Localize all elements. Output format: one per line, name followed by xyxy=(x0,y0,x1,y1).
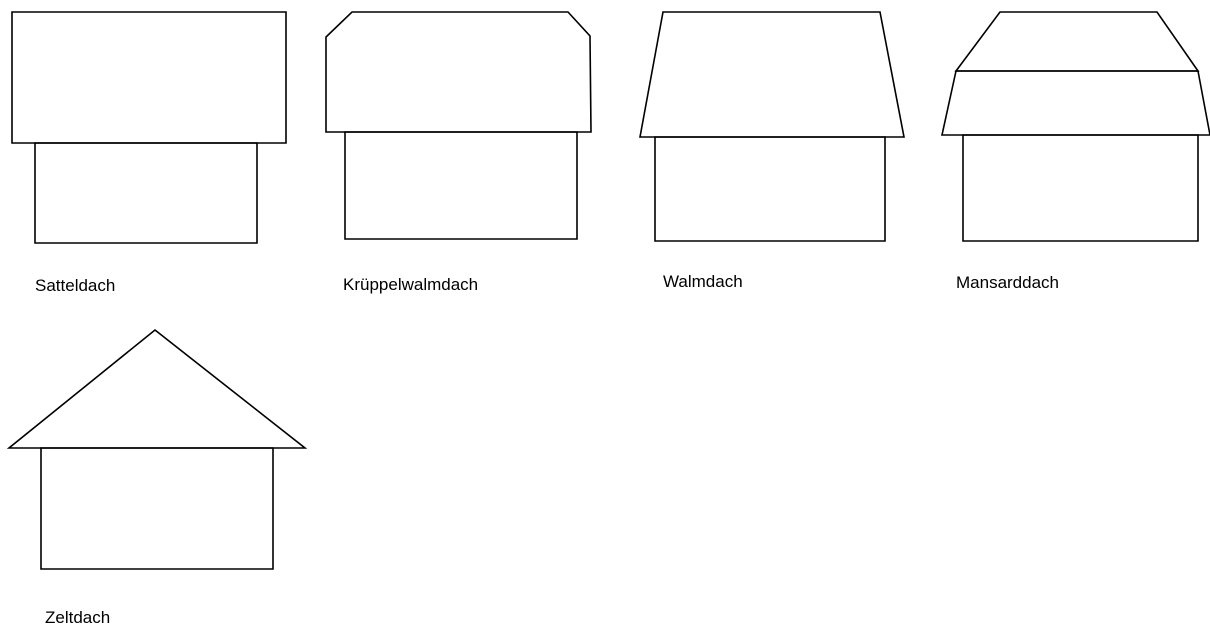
zeltdach-wall xyxy=(41,448,273,569)
mansarddach-upper-roof xyxy=(956,12,1198,71)
kruppelwalmdach-label: Krüppelwalmdach xyxy=(343,275,478,295)
zeltdach-roof xyxy=(9,330,305,448)
mansarddach-wall xyxy=(963,135,1198,241)
mansarddach-lower-roof xyxy=(942,71,1210,135)
mansarddach-label: Mansarddach xyxy=(956,273,1059,293)
walmdach-label: Walmdach xyxy=(663,272,743,292)
zeltdach-label: Zeltdach xyxy=(45,608,110,628)
zeltdach-drawing xyxy=(0,0,320,580)
